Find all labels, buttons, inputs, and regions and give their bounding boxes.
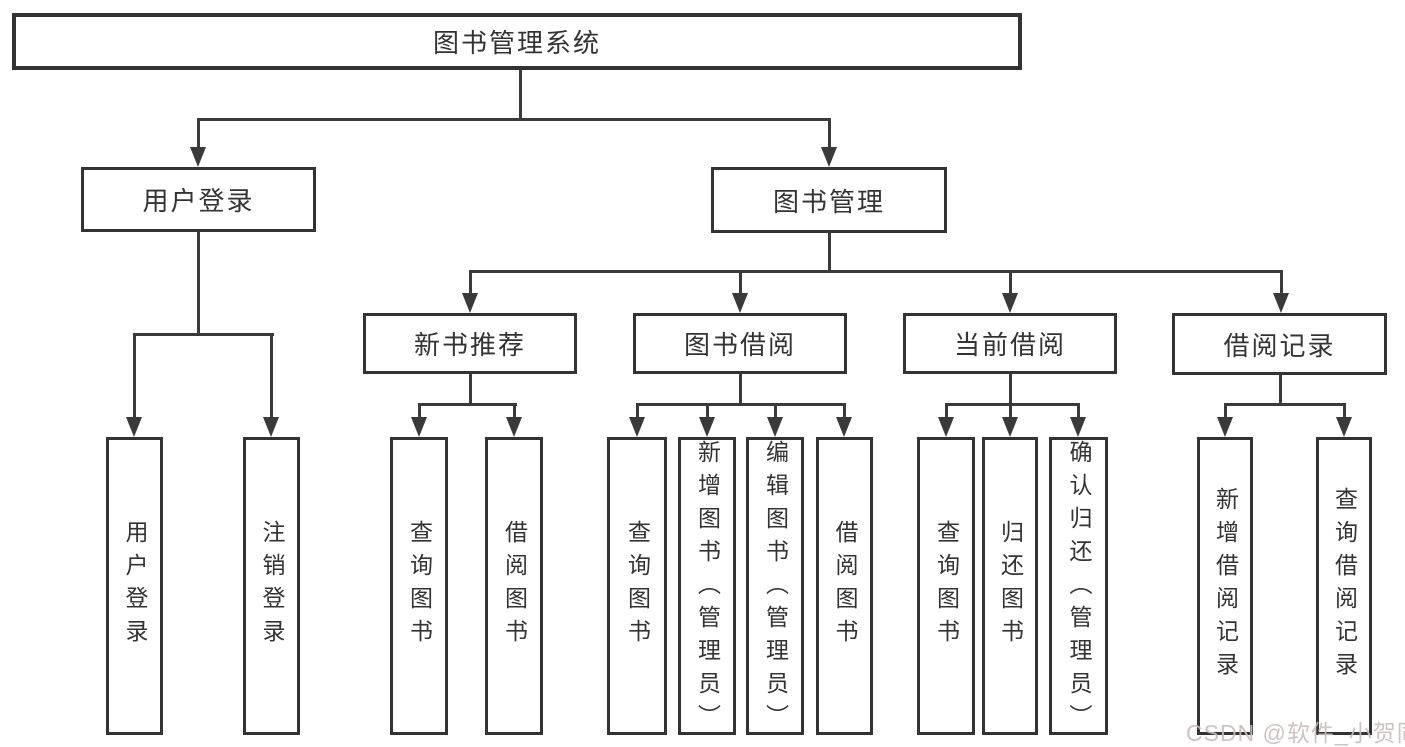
node-book-management: 图书管理 [711, 167, 947, 233]
connector-new-book-rec-hline [418, 403, 517, 406]
leaf-borrow-edit-books-admin: 编辑图书（管理员） [746, 437, 804, 737]
node-label: 新书推荐 [413, 330, 526, 360]
leaf-newbook-query-books: 查询图书 [390, 437, 448, 735]
leaf-borrow-add-books-admin: 新增图书（管理员） [678, 437, 736, 737]
connector-borrow-record-stem [1279, 373, 1282, 406]
arrowhead-to-leaf-cb-confirm [1070, 417, 1086, 437]
arrowhead-to-leaf-br-add [1217, 417, 1233, 437]
leaf-logout: 注销登录 [243, 437, 300, 735]
leaf-label: 编辑图书（管理员） [762, 440, 789, 737]
arrowhead-to-leaf-cb-query [938, 417, 954, 437]
leaf-label: 查询图书 [933, 520, 960, 652]
leaf-current-return-books: 归还图书 [982, 437, 1038, 735]
arrowhead-to-new-book-rec [462, 293, 478, 313]
arrowhead-to-leaf-bb-edit [767, 417, 783, 437]
arrowhead-to-leaf-br-query [1336, 417, 1352, 437]
leaf-label: 新增图书（管理员） [694, 440, 721, 737]
csdn-watermark: CSDN @软件_小贺同学 [1186, 720, 1405, 746]
arrowhead-to-leaf-nb-query [411, 417, 427, 437]
connector-leaf-stem [1224, 403, 1227, 419]
connector-to-borrow-record-stem [1280, 270, 1283, 295]
connector-new-book-rec-stem [469, 373, 472, 406]
leaf-label: 查询图书 [406, 520, 433, 652]
leaf-label: 新增借阅记录 [1212, 487, 1239, 685]
node-label: 图书管理 [772, 186, 885, 217]
node-label: 图书借阅 [683, 330, 796, 360]
connector-book-mgmt-stem [828, 232, 831, 273]
node-user-login: 用户登录 [81, 167, 316, 232]
node-label: 当前借阅 [953, 330, 1066, 360]
arrowhead-to-current-borrow [1002, 293, 1018, 313]
connector-borrow-record-hline [1224, 403, 1346, 406]
connector-leaf-stem [843, 403, 846, 419]
connector-to-leaf-logout-stem [270, 333, 273, 419]
connector-user-login-stem [197, 232, 200, 335]
leaf-label: 归还图书 [997, 520, 1024, 652]
arrowhead-to-leaf-cb-return [1002, 417, 1018, 437]
leaf-label: 查询借阅记录 [1331, 487, 1358, 685]
connector-to-user-login-stem [197, 118, 200, 149]
connector-to-current-borrow-stem [1009, 270, 1012, 295]
node-book-management-system: 图书管理系统 [12, 13, 1022, 70]
connector-current-borrow-stem [1009, 373, 1012, 406]
arrowhead-to-book-mgmt [821, 147, 837, 167]
arrowhead-to-leaf-nb-borrow [506, 417, 522, 437]
connector-to-book-borrow-stem [739, 270, 742, 295]
connector-to-book-mgmt-stem [828, 118, 831, 149]
node-book-borrowing: 图书借阅 [633, 313, 847, 374]
leaf-record-add-borrow-record: 新增借阅记录 [1197, 437, 1253, 735]
connector-leaf-stem [945, 403, 948, 419]
leaf-label: 用户登录 [122, 520, 148, 652]
connector-to-new-book-rec-stem [469, 270, 472, 295]
connector-book-borrow-hline [636, 403, 846, 406]
connector-current-borrow-hline [945, 403, 1080, 406]
leaf-borrow-query-books: 查询图书 [607, 437, 667, 735]
connector-book-borrow-stem [739, 373, 742, 406]
connector-leaf-stem [706, 403, 709, 419]
leaf-label: 注销登录 [259, 520, 285, 652]
leaf-label: 确认归还（管理员） [1066, 440, 1092, 737]
connector-leaf-stem [1077, 403, 1080, 419]
leaf-label: 查询图书 [624, 520, 651, 652]
node-label: 借阅记录 [1223, 330, 1336, 361]
connector-root-stem [519, 69, 522, 119]
connector-leaf-stem [1009, 403, 1012, 419]
connector-leaf-stem [636, 403, 639, 419]
node-label: 图书管理系统 [432, 28, 601, 58]
connector-leaf-stem [513, 403, 516, 419]
connector-book-mgmt-hline [469, 270, 1283, 273]
arrowhead-to-leaf-bb-query [629, 417, 645, 437]
arrowhead-to-leaf-user-login [126, 417, 142, 437]
connector-leaf-stem [418, 403, 421, 419]
leaf-label: 借阅图书 [832, 520, 858, 652]
connector-to-leaf-user-login-stem [133, 333, 136, 419]
connector-leaf-stem [1343, 403, 1346, 419]
node-label: 用户登录 [142, 186, 255, 216]
leaf-newbook-borrow-books: 借阅图书 [485, 437, 543, 735]
node-new-book-recommend: 新书推荐 [363, 313, 577, 374]
arrowhead-to-leaf-logout [263, 417, 279, 437]
node-borrowing-records: 借阅记录 [1172, 313, 1387, 375]
leaf-user-login: 用户登录 [106, 437, 163, 735]
connector-leaf-stem [774, 403, 777, 419]
connector-user-login-hline [133, 333, 274, 336]
leaf-current-query-books: 查询图书 [917, 437, 975, 735]
leaf-current-confirm-return-admin: 确认归还（管理员） [1049, 437, 1108, 737]
node-current-borrowing: 当前借阅 [903, 313, 1117, 374]
leaf-label: 借阅图书 [501, 520, 528, 652]
leaf-record-query-borrow-record: 查询借阅记录 [1316, 437, 1372, 735]
arrowhead-to-book-borrow [732, 293, 748, 313]
arrowhead-to-leaf-bb-add [699, 417, 715, 437]
arrowhead-to-borrow-record [1273, 293, 1289, 313]
connector-root-hline [197, 118, 831, 121]
arrowhead-to-leaf-bb-borrow [836, 417, 852, 437]
arrowhead-to-user-login [190, 147, 206, 167]
leaf-borrow-borrow-books: 借阅图书 [816, 437, 873, 735]
